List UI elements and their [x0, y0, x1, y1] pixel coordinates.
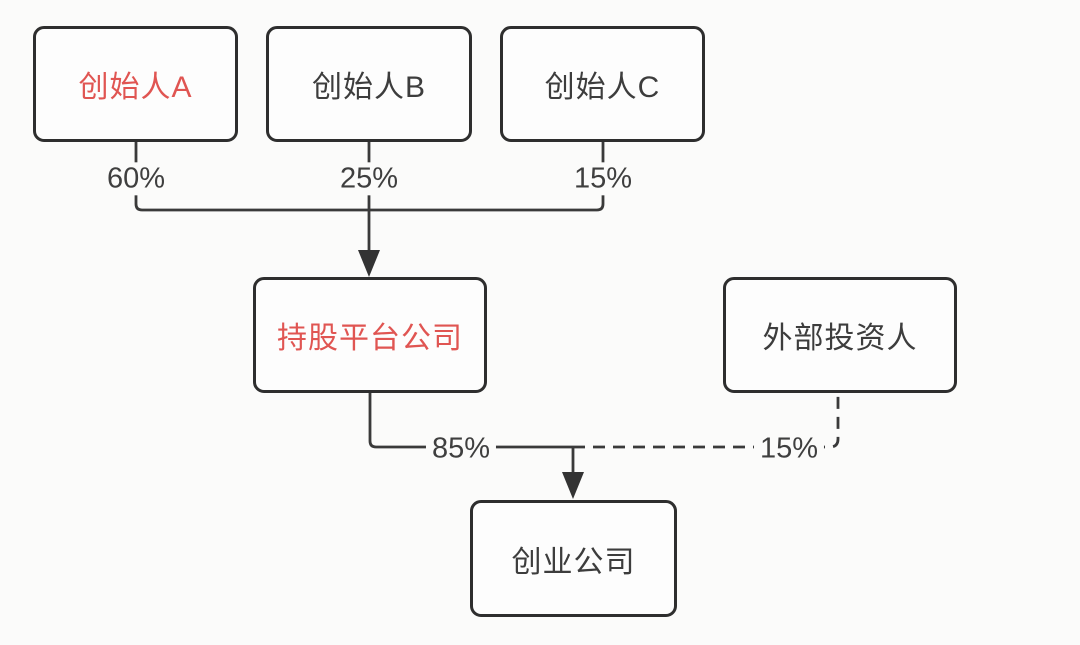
node-external-investor: 外部投资人 — [723, 277, 957, 393]
investor-to-junction-dashed-line — [573, 392, 840, 449]
edge-label-platform-pct: 85% — [425, 432, 497, 466]
node-external-investor-label: 外部投资人 — [762, 322, 918, 355]
node-founder-c: 创始人C — [500, 26, 705, 142]
edge-label-founder-a-pct: 60% — [100, 162, 172, 196]
node-startup-company-label: 创业公司 — [511, 545, 636, 579]
node-holding-platform-label: 持股平台公司 — [277, 322, 463, 355]
node-founder-a: 创始人A — [33, 26, 238, 142]
node-founder-a-label: 创始人A — [78, 71, 193, 104]
node-founder-b-label: 创始人B — [311, 71, 426, 104]
node-founder-b: 创始人B — [266, 26, 472, 142]
node-founder-c-label: 创始人C — [544, 71, 661, 104]
edge-label-founder-c-pct: 15% — [567, 162, 639, 196]
node-startup-company: 创业公司 — [470, 500, 677, 617]
arrowhead-into-startup — [562, 472, 584, 499]
node-holding-platform: 持股平台公司 — [253, 277, 487, 393]
platform-to-junction-line — [368, 392, 573, 449]
edge-label-investor-pct: 15% — [753, 432, 825, 466]
edge-label-founder-b-pct: 25% — [333, 162, 405, 196]
arrowhead-into-platform — [358, 250, 380, 277]
